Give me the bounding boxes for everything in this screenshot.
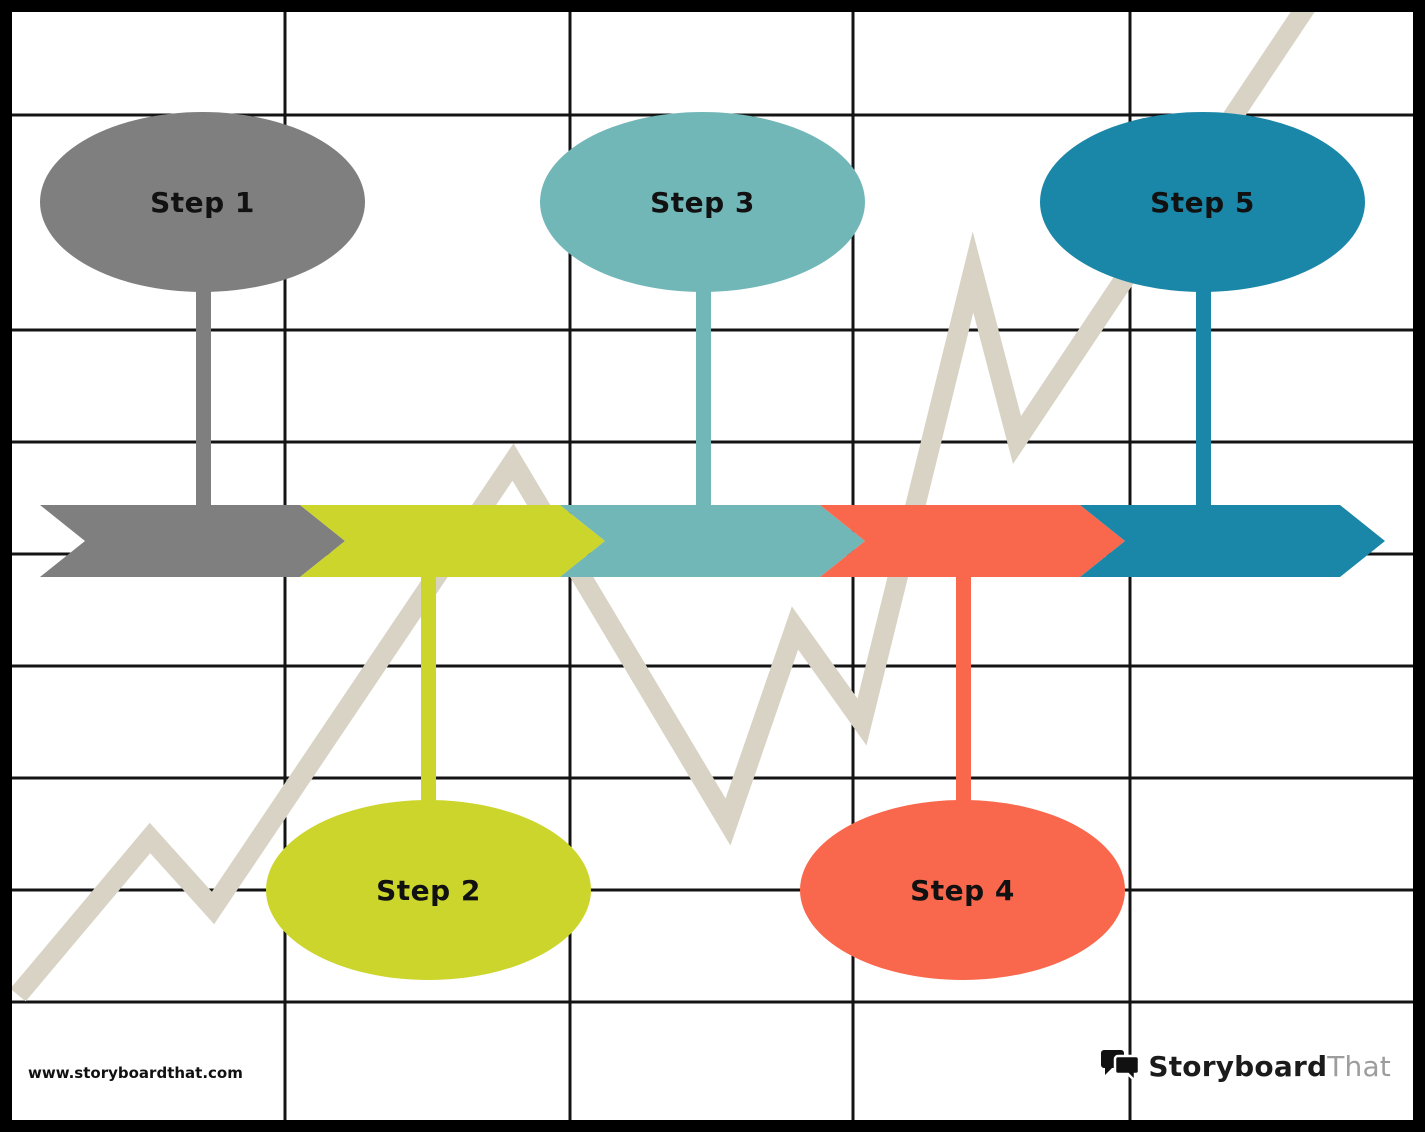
step-1-ellipse: Step 1 <box>40 112 365 292</box>
step-2-label: Step 2 <box>376 873 481 907</box>
step-5-ellipse: Step 5 <box>1040 112 1365 292</box>
step-5-label: Step 5 <box>1150 185 1255 219</box>
storyboardthat-logo: StoryboardThat <box>1100 1048 1391 1084</box>
step-5-connector <box>1196 285 1211 520</box>
step-4-ellipse: Step 4 <box>800 800 1125 980</box>
step-3-label: Step 3 <box>650 185 755 219</box>
logo-wordmark: StoryboardThat <box>1148 1050 1391 1083</box>
step-4-label: Step 4 <box>910 873 1015 907</box>
step-3-connector <box>696 285 711 520</box>
logo-text-that: That <box>1327 1049 1391 1083</box>
timeline-segment-2 <box>300 505 605 577</box>
step-3-ellipse: Step 3 <box>540 112 865 292</box>
website-url: www.storyboardthat.com <box>28 1064 243 1082</box>
speech-bubbles-icon <box>1101 1050 1141 1084</box>
logo-text-storyboard: Storyboard <box>1148 1049 1328 1083</box>
timeline-segment-4 <box>820 505 1125 577</box>
timeline-segment-3 <box>560 505 865 577</box>
step-1-label: Step 1 <box>150 185 255 219</box>
step-2-ellipse: Step 2 <box>266 800 591 980</box>
timeline-segment-5 <box>1080 505 1385 577</box>
step-1-connector <box>196 285 211 520</box>
timeline-arrow <box>0 505 1425 577</box>
step-4-connector <box>956 560 971 810</box>
timeline-segment-1 <box>40 505 345 577</box>
decorative-zigzag-line <box>10 0 1323 1002</box>
step-2-connector <box>421 560 436 810</box>
